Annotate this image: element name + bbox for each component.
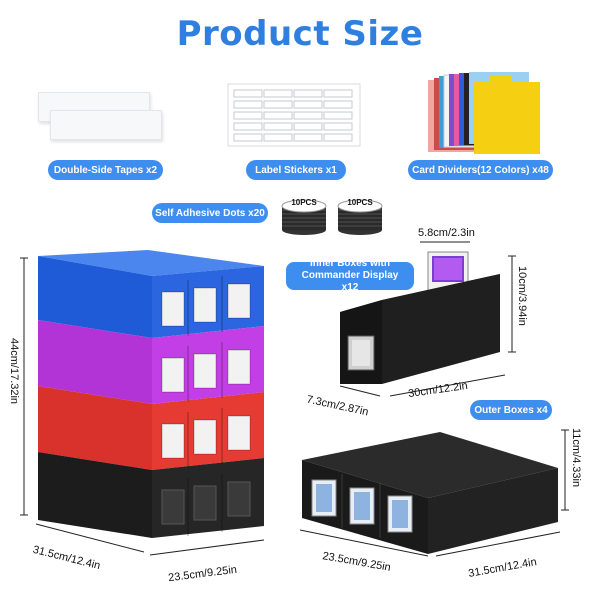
label-stickers-image (227, 83, 361, 147)
page-title: Product Size (176, 14, 424, 54)
self-adhesive-dots-label: Self Adhesive Dots x20 (152, 203, 268, 223)
adhesive-dot-roll-left-count: 10PCS (291, 198, 317, 207)
inner-boxes-label-line1: Inner Boxes with (309, 258, 390, 269)
outer-box-height-dimension: 11cm/4.33in (570, 428, 582, 488)
adhesive-dot-roll-right-count: 10PCS (347, 198, 373, 207)
inner-box-width-dimension: 5.8cm/2.3in (418, 227, 475, 239)
adhesive-dot-roll-left-image (281, 199, 327, 235)
card-dividers-label: Card Dividers(12 Colors) x48 (408, 160, 553, 180)
outer-boxes-label: Outer Boxes x4 (470, 400, 552, 420)
outer-box-image (302, 432, 558, 554)
double-side-tapes-label: Double-Side Tapes x2 (48, 160, 163, 180)
inner-boxes-label: Inner Boxes with Commander Display x12 (286, 258, 414, 293)
stacked-outer-boxes-image (38, 250, 264, 538)
inner-boxes-label-line2: Commander Display x12 (301, 270, 399, 293)
stack-height-dimension: 44cm/17.32in (8, 338, 20, 405)
adhesive-dot-roll-right-image (337, 199, 383, 235)
card-dividers-image (428, 72, 540, 154)
inner-box-image (340, 251, 500, 384)
label-stickers-label: Label Stickers x1 (246, 160, 346, 180)
inner-box-height-dimension: 10cm/3.94in (516, 266, 528, 326)
